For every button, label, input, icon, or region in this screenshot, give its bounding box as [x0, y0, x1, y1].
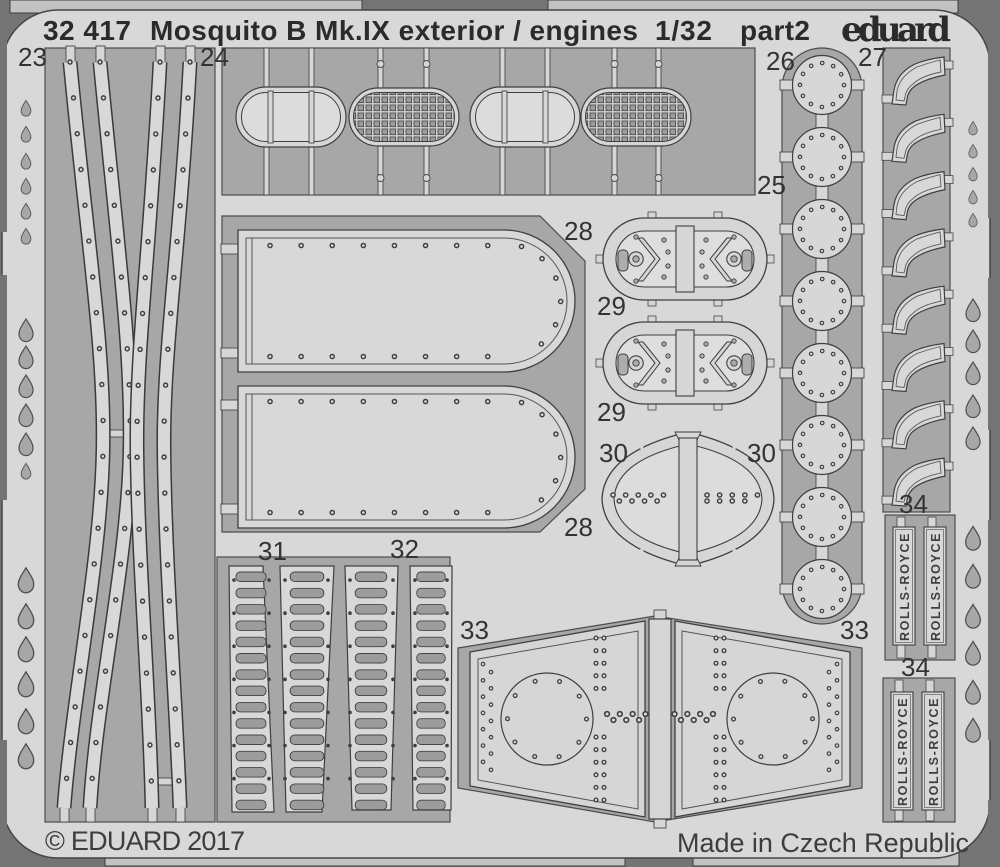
brand-logo: eduard: [841, 10, 951, 50]
rolls-royce-engraving-1: ROLLS-ROYCE: [898, 533, 912, 641]
label-33a: 33: [460, 615, 489, 645]
label-34b: 34: [901, 652, 930, 682]
label-29b: 29: [597, 397, 626, 427]
label-30b: 30: [747, 438, 776, 468]
catalog-number: 32 417: [43, 15, 131, 46]
part-number-labels: 23 24 25 26 27 28 28 29 29 30 30 31 32 3…: [18, 42, 930, 682]
part-24-radiator-ovals: [235, 47, 692, 196]
mesh-oval-2: [580, 87, 692, 147]
parts-31-32-louvre-grilles: [228, 565, 453, 813]
ring-oval-2: [469, 86, 581, 148]
label-25: 25: [757, 170, 786, 200]
rolls-royce-engraving-3: ROLLS-ROYCE: [896, 698, 910, 806]
mesh-oval-1: [348, 87, 460, 147]
label-33b: 33: [840, 615, 869, 645]
label-31: 31: [258, 536, 287, 566]
label-29a: 29: [597, 291, 626, 321]
rolls-royce-engraving-4: ROLLS-ROYCE: [927, 698, 941, 806]
part-33-right: [668, 621, 850, 817]
part-29-lower: [595, 315, 775, 411]
part-23-rivet-strips: [60, 45, 195, 823]
part-30-frame: [601, 431, 775, 567]
part-28-upper: [221, 230, 575, 372]
part-28-lower: [221, 386, 575, 528]
label-23: 23: [18, 42, 47, 72]
label-27: 27: [858, 42, 887, 72]
label-34a: 34: [899, 489, 928, 519]
part-33-left: [470, 621, 652, 817]
label-28b: 28: [564, 512, 593, 542]
part-label: part2: [740, 15, 810, 46]
part-33-nacelle-panels: [470, 609, 850, 829]
label-28a: 28: [564, 216, 593, 246]
label-32: 32: [390, 534, 419, 564]
label-24: 24: [200, 42, 229, 72]
footer: © EDUARD 2017 Made in Czech Republic: [45, 826, 969, 858]
ring-oval-1: [235, 86, 347, 148]
header: 32 417 Mosquito B Mk.IX exterior / engin…: [43, 10, 951, 50]
sheet-title: Mosquito B Mk.IX exterior / engines: [150, 15, 638, 46]
label-26: 26: [766, 46, 795, 76]
parts-34-rolls-royce-plates: ROLLS-ROYCE ROLLS-ROYCE ROLLS-ROYCE ROLL…: [890, 516, 947, 822]
scale-label: 1/32: [655, 15, 712, 46]
rolls-royce-engraving-2: ROLLS-ROYCE: [929, 533, 943, 641]
label-30a: 30: [599, 438, 628, 468]
made-in-text: Made in Czech Republic: [677, 828, 969, 858]
copyright-text: © EDUARD 2017: [45, 826, 245, 856]
sheet-edge-notches: [0, 12, 1000, 853]
